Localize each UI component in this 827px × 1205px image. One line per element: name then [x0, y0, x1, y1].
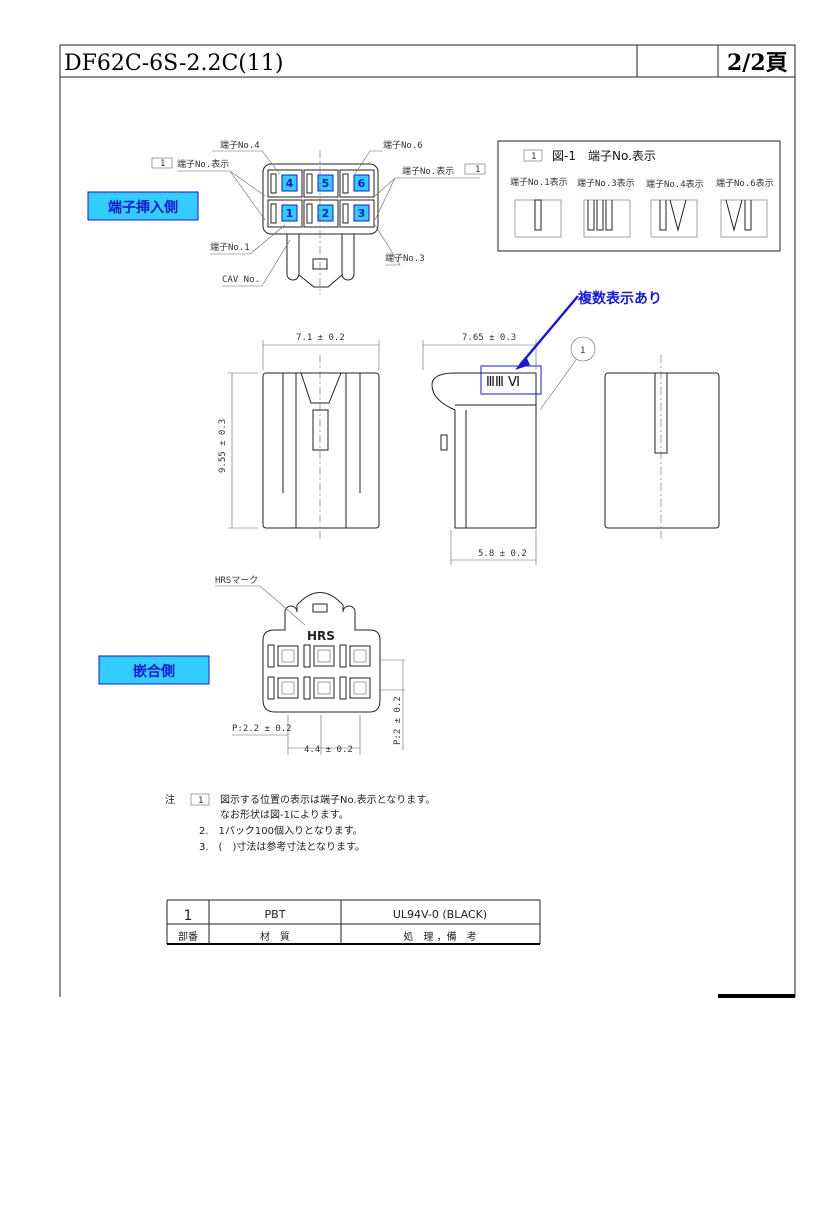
contact-opening [349, 645, 371, 667]
callout-display-right: 端子No.表示 [402, 165, 454, 177]
svg-text:部番: 部番 [178, 930, 198, 943]
insertion-side-view: 4 5 6 1 2 3 端子No.4 端子No.6 1 端子No.表示 端子No.表示 1… [151, 139, 486, 295]
dim-pitch-v: P:2 ± 0.2 [393, 696, 403, 745]
multiple-display-note: 複数表示あり [577, 290, 662, 307]
dim-span: 4.4 ± 0.2 [304, 745, 353, 755]
svg-text:1: 1 [531, 152, 536, 162]
svg-text:1: 1 [160, 159, 165, 169]
mating-side-view: HRS HRSマーク P:2.2 ± 0.2 4.4 ± 0.2 P:2 ± 0… [215, 575, 405, 755]
svg-text:3. ( )寸法は参考寸法となります。: 3. ( )寸法は参考寸法となります。 [199, 840, 365, 853]
svg-text:UL94V-0 (BLACK): UL94V-0 (BLACK) [393, 908, 487, 921]
cavity-number-box [317, 204, 334, 222]
side-view: ⅢⅢ Ⅵ 7.65 ± 0.3 5.8 ± 0.2 複数表示あり 1 [422, 290, 662, 565]
callout-terminal-1: 端子No.1 [210, 241, 250, 253]
svg-text:端子No.1表示: 端子No.1表示 [510, 176, 568, 188]
latch-slot [303, 644, 311, 668]
title-block: DF62C-6S-2.2C(11) 2/2頁 [59, 44, 796, 998]
dim-base: 5.8 ± 0.2 [478, 549, 527, 559]
svg-text:嵌合側: 嵌合側 [133, 663, 175, 680]
back-view [604, 355, 720, 540]
cavity [303, 199, 339, 228]
contact-opening [313, 645, 335, 667]
cavity-number-box [353, 204, 370, 222]
side-marks: ⅢⅢ Ⅵ [486, 375, 520, 390]
svg-text:端子No.3表示: 端子No.3表示 [577, 177, 635, 189]
front-view: 7.1 ± 0.2 9.55 ± 0.3 [218, 333, 380, 540]
cavity-number: 2 [322, 207, 330, 220]
callout-terminal-4: 端子No.4 [220, 139, 260, 151]
svg-text:図示する位置の表示は端子No.表示となります。: 図示する位置の表示は端子No.表示となります。 [220, 793, 435, 806]
cavity-number-box [281, 174, 298, 192]
arrow [519, 295, 579, 366]
latch-slot [303, 676, 311, 700]
latch-slot [267, 676, 275, 700]
insertion-side-label: 端子挿入側 [87, 191, 199, 221]
hrs-logo: HRS [307, 629, 335, 643]
cavity-number-box [281, 204, 298, 222]
callout-terminal-3: 端子No.3 [385, 252, 425, 264]
latch-slot [267, 644, 275, 668]
svg-text:1: 1 [184, 908, 193, 924]
svg-text:端子No.4表示: 端子No.4表示 [646, 178, 704, 190]
svg-text:注: 注 [165, 793, 175, 806]
cavity [339, 169, 375, 198]
callout-cav-no: CAV No. [222, 275, 260, 285]
cavity [267, 199, 303, 228]
figure-1-terminal-display: 1 図-1 端子No.表示 端子No.1表示 端子No.3表示 端子No.4表示… [497, 140, 781, 252]
cavity-number: 5 [322, 177, 330, 190]
parts-table: 1 PBT UL94V-0 (BLACK) 部番 材 質 処 理 ，備 考 [166, 899, 541, 945]
cavity-number-box [353, 174, 370, 192]
notes: 注 1 図示する位置の表示は端子No.表示となります。 なお形状は図-1によりま… [165, 793, 435, 853]
svg-text:2. 1パック100個入りとなります。: 2. 1パック100個入りとなります。 [199, 824, 363, 837]
latch-slot [339, 644, 347, 668]
contact-opening [313, 677, 335, 699]
dim-depth: 7.65 ± 0.3 [462, 333, 516, 343]
mating-side-label: 嵌合側 [98, 655, 210, 685]
svg-text:端子挿入側: 端子挿入側 [108, 199, 178, 216]
contact-opening [277, 677, 299, 699]
cavity-number: 4 [286, 177, 294, 190]
svg-text:1: 1 [475, 165, 480, 175]
dim-height: 9.55 ± 0.3 [218, 419, 228, 473]
page-number: 2/2頁 [727, 50, 788, 76]
svg-text:1: 1 [198, 796, 203, 806]
dim-pitch-h: P:2.2 ± 0.2 [232, 724, 292, 734]
cavity [303, 169, 339, 198]
svg-text:PBT: PBT [265, 908, 286, 921]
contact-opening [349, 677, 371, 699]
svg-text:処 理 ，備 考: 処 理 ，備 考 [403, 930, 476, 943]
latch-slot [339, 676, 347, 700]
contact-opening [277, 645, 299, 667]
item-balloon: 1 [580, 346, 585, 356]
svg-text:材 質: 材 質 [260, 930, 290, 943]
dim-width: 7.1 ± 0.2 [296, 333, 345, 343]
cavity-number: 1 [286, 207, 294, 220]
cavity-number: 3 [358, 207, 366, 220]
cavity [267, 169, 303, 198]
cavity [339, 199, 375, 228]
cavity-number: 6 [358, 177, 366, 190]
callout-display-left: 端子No.表示 [177, 158, 229, 170]
svg-text:なお形状は図-1によります。: なお形状は図-1によります。 [220, 808, 349, 821]
cavity-number-box [317, 174, 334, 192]
figure-1-title: 図-1 端子No.表示 [552, 149, 656, 163]
drawing-title: DF62C-6S-2.2C(11) [64, 51, 283, 76]
hrs-mark-callout: HRSマーク [215, 575, 258, 586]
callout-terminal-6: 端子No.6 [383, 139, 423, 151]
svg-text:端子No.6表示: 端子No.6表示 [716, 177, 774, 189]
